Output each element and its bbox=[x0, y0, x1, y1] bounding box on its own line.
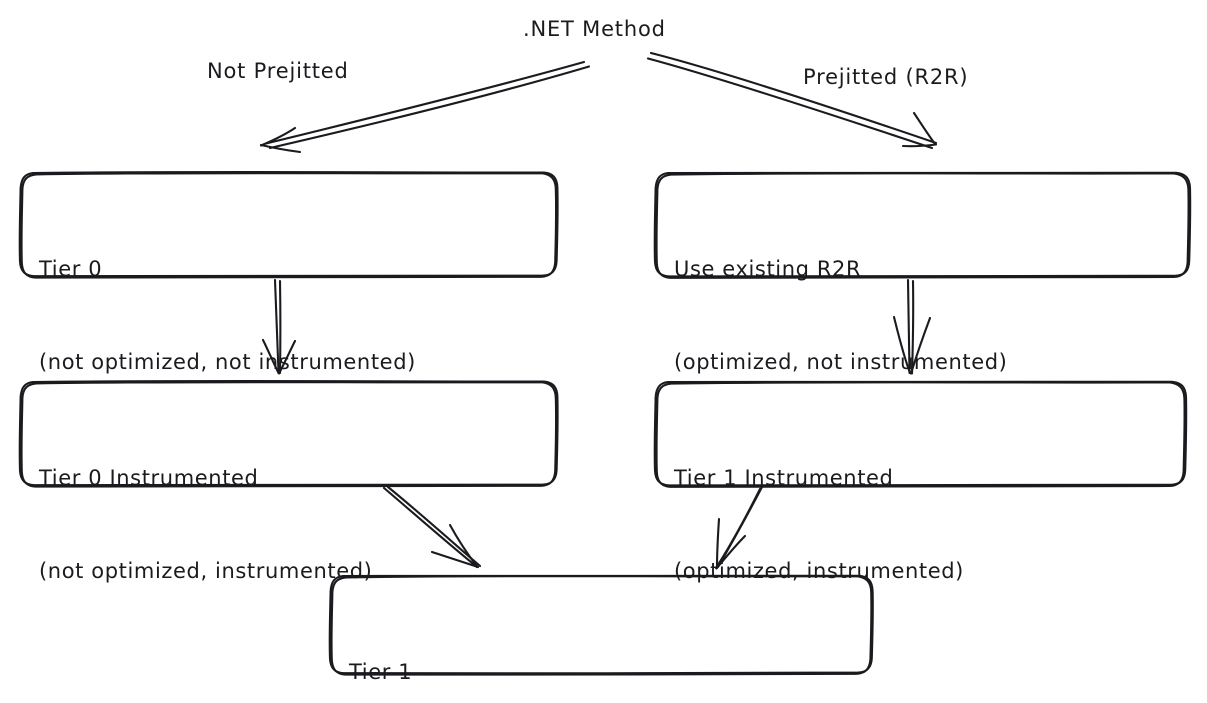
node-label-tier1-instrumented: Tier 1 Instrumented (optimized, instrume… bbox=[674, 401, 964, 649]
node-label-tier1: Tier 1 (optimized with dynamic PGO) bbox=[349, 595, 686, 703]
edge-label-not-prejitted: Not Prejitted bbox=[207, 59, 349, 83]
node-label-tier0-instrumented-line2: (not optimized, instrumented) bbox=[39, 559, 373, 583]
node-label-tier0-line2: (not optimized, not instrumented) bbox=[39, 350, 416, 374]
diagram-title: .NET Method bbox=[523, 17, 666, 41]
node-label-tier1-instrumented-line1: Tier 1 Instrumented bbox=[674, 466, 894, 490]
node-label-tier0-line1: Tier 0 bbox=[39, 257, 103, 281]
node-label-tier1-instrumented-line2: (optimized, instrumented) bbox=[674, 559, 964, 583]
edge-label-prejitted-r2r: Prejitted (R2R) bbox=[803, 65, 969, 89]
node-label-tier1-line1: Tier 1 bbox=[349, 660, 413, 684]
node-label-r2r-line2: (optimized, not instrumented) bbox=[674, 350, 1008, 374]
edge-tier0-instrumented-to-tier1 bbox=[382, 485, 482, 569]
node-label-tier0-instrumented-line1: Tier 0 Instrumented bbox=[39, 466, 259, 490]
node-label-r2r-line1: Use existing R2R bbox=[674, 257, 862, 281]
node-label-tier0-instrumented: Tier 0 Instrumented (not optimized, inst… bbox=[39, 401, 372, 649]
